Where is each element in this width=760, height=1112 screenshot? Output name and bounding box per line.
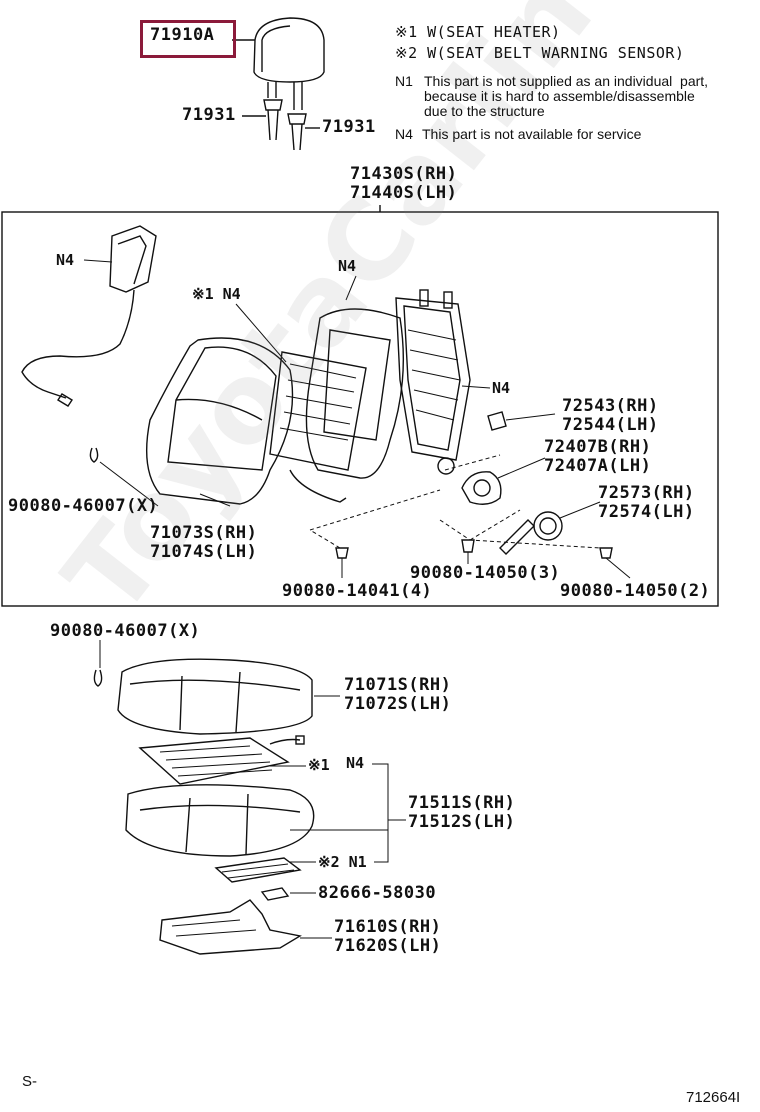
part-label-bolt-c[interactable]: 90080-14050(2) — [560, 581, 711, 601]
legend-n1-key: N1 — [395, 73, 413, 89]
legend-n1-text: This part is not supplied as an individu… — [424, 73, 709, 119]
cushion-pad-illustration — [125, 784, 315, 857]
legend-seat-heater: ※1 W(SEAT HEATER) — [395, 23, 561, 41]
legend-seatbelt-sensor: ※2 W(SEAT BELT WARNING SENSOR) — [395, 44, 685, 62]
marker-n4-harness: N4 — [56, 251, 75, 269]
part-label-hog-ring-back[interactable]: 90080-46007(X) — [8, 496, 159, 516]
leader-lines — [83, 259, 631, 579]
dashed-leader-lines — [309, 454, 601, 549]
part-label-bolt-a[interactable]: 90080-14041(4) — [282, 581, 433, 601]
seatback-cover-illustration — [145, 337, 294, 505]
seat-heater-switch-harness — [21, 225, 157, 407]
marker-n4-frame: N4 — [492, 379, 511, 397]
cushion-frame-illustration — [159, 899, 302, 955]
part-label-recliner[interactable]: 72407B(RH) 72407A(LH) — [544, 437, 652, 476]
marker-heater-cushion: ※1 — [308, 756, 330, 774]
headrest-guides — [232, 39, 320, 151]
marker-n4-cushion: N4 — [346, 754, 365, 772]
part-label-headrest[interactable]: 71910A — [150, 25, 215, 45]
cushion-leader-lines — [99, 640, 406, 939]
seatback-group-frame — [1, 211, 719, 607]
part-label-cushion-cover[interactable]: 71071S(RH) 71072S(LH) — [344, 675, 452, 714]
headrest-illustration — [253, 17, 325, 110]
part-label-cover[interactable]: 72573(RH) 72574(LH) — [598, 483, 695, 522]
part-label-guide-right[interactable]: 71931 — [322, 117, 376, 137]
part-label-hog-ring-cushion[interactable]: 90080-46007(X) — [50, 621, 201, 641]
legend-n4-key: N4 — [395, 126, 413, 142]
part-label-cushion-frame[interactable]: 71610S(RH) 71620S(LH) — [334, 917, 442, 956]
hog-ring-cushion — [93, 669, 103, 687]
part-label-back-cover[interactable]: 71073S(RH) 71074S(LH) — [150, 523, 258, 562]
footer-left-code: S- — [22, 1073, 37, 1090]
part-label-bolt-b[interactable]: 90080-14050(3) — [410, 563, 561, 583]
part-label-guide-left[interactable]: 71931 — [182, 105, 236, 125]
part-label-seatback-assy[interactable]: 71430S(RH) 71440S(LH) — [350, 164, 458, 203]
footer-diagram-id: 712664I — [686, 1089, 741, 1106]
marker-sensor-n1: ※2 N1 — [318, 853, 367, 871]
seatback-frame-illustration — [395, 289, 471, 461]
marker-heater-n4: ※1 N4 — [192, 285, 241, 303]
seatbelt-sensor-mat — [214, 857, 302, 883]
marker-n4-pad: N4 — [338, 257, 357, 275]
part-label-cushion-pad[interactable]: 71511S(RH) 71512S(LH) — [408, 793, 516, 832]
seatback-pad-illustration — [305, 308, 405, 479]
legend-n4-text: This part is not available for service — [422, 126, 642, 142]
part-label-clip[interactable]: 82666-58030 — [318, 883, 437, 903]
clip-illustration — [260, 887, 290, 901]
seatback-heater-mat — [269, 351, 367, 503]
cushion-heater-mat — [138, 735, 305, 785]
part-label-bracket[interactable]: 72543(RH) 72544(LH) — [562, 396, 659, 435]
cushion-cover-illustration — [117, 658, 313, 735]
hog-ring-back — [89, 447, 99, 463]
highlighted-part-box[interactable] — [140, 20, 236, 58]
